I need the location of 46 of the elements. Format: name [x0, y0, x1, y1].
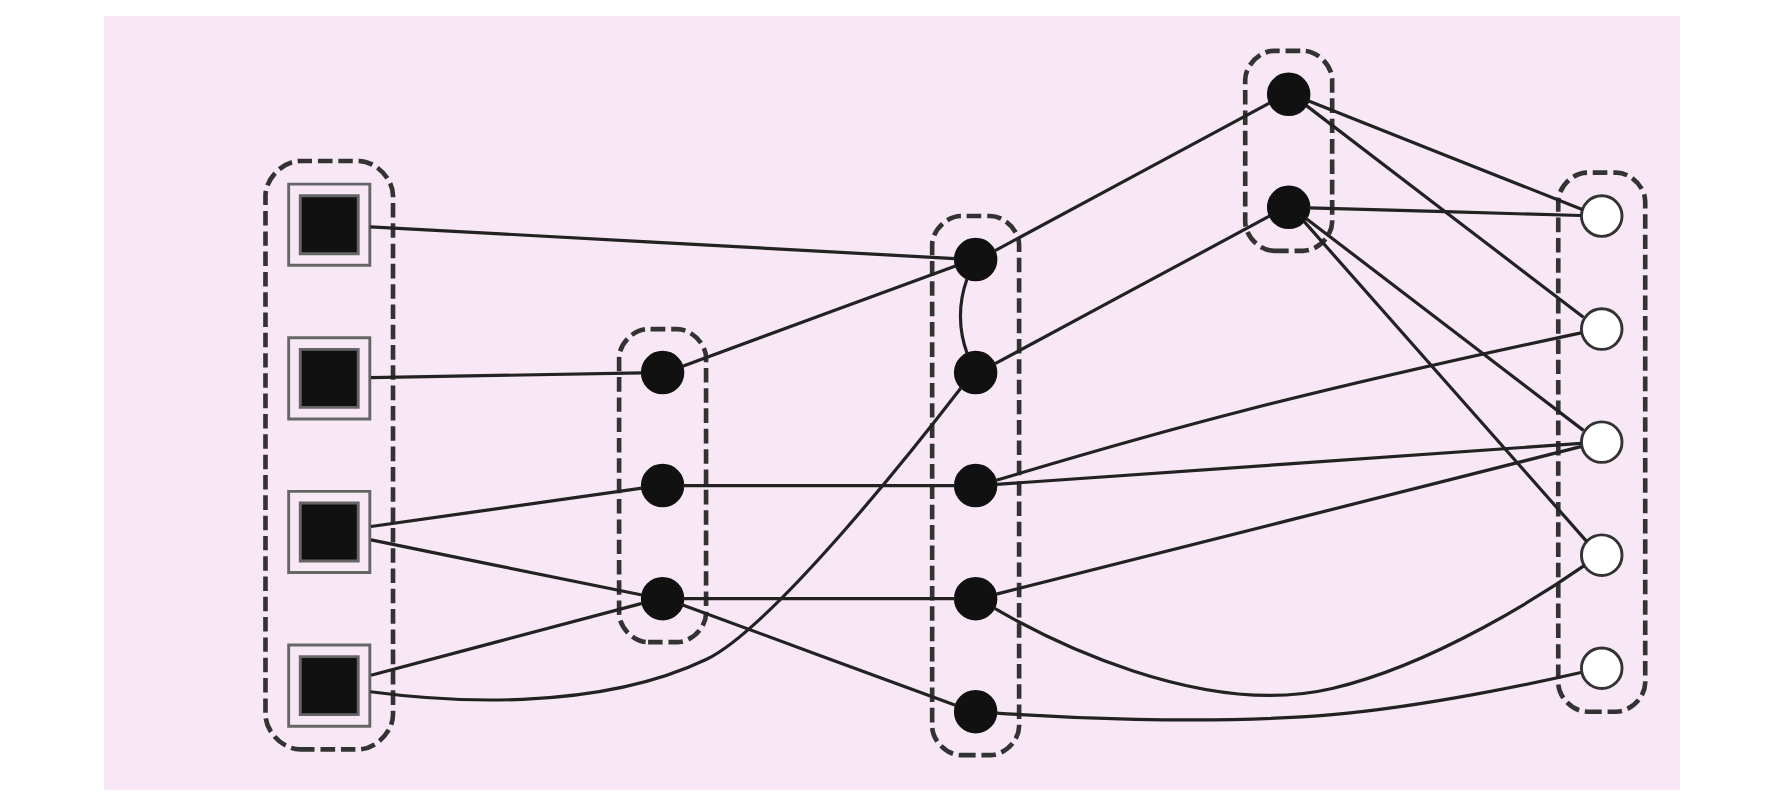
cluster [615, 326, 708, 645]
node-circle [1579, 646, 1623, 690]
node-box [286, 182, 371, 267]
node-circle [639, 463, 684, 508]
connector [681, 484, 954, 488]
node-circle [1579, 307, 1623, 351]
cluster [1241, 48, 1334, 254]
node-circle [952, 576, 997, 621]
node-circle [1579, 194, 1623, 238]
node-circle [1579, 420, 1623, 464]
node-circle [1265, 185, 1310, 230]
node-circle [1579, 533, 1623, 577]
node-circle [639, 350, 684, 395]
node-circle [1265, 72, 1310, 117]
connector [992, 564, 1585, 697]
cluster [928, 213, 1021, 758]
connector [992, 101, 1270, 253]
connector [680, 603, 956, 708]
cluster [262, 158, 395, 752]
node-circle [952, 689, 997, 734]
connector [995, 445, 1581, 596]
node-box [286, 336, 371, 421]
connector [1307, 206, 1580, 218]
connector [680, 264, 956, 368]
node-circle [952, 237, 997, 282]
connector [370, 371, 641, 380]
connector [369, 386, 962, 702]
connector [992, 214, 1270, 366]
connector [957, 278, 968, 355]
connector [1304, 217, 1584, 432]
cluster [1554, 170, 1647, 715]
node-circle [952, 463, 997, 508]
node-box [286, 643, 371, 728]
connector [993, 331, 1581, 483]
connector [1304, 104, 1584, 319]
connector [681, 597, 954, 601]
connector [995, 441, 1580, 486]
connector [1301, 220, 1587, 543]
connector [369, 538, 642, 597]
node-circle [639, 576, 684, 621]
connector [1306, 99, 1582, 211]
connector [369, 601, 642, 677]
node-box [286, 489, 371, 575]
connector [995, 670, 1581, 722]
node-circle [952, 350, 997, 395]
connector [369, 486, 642, 529]
